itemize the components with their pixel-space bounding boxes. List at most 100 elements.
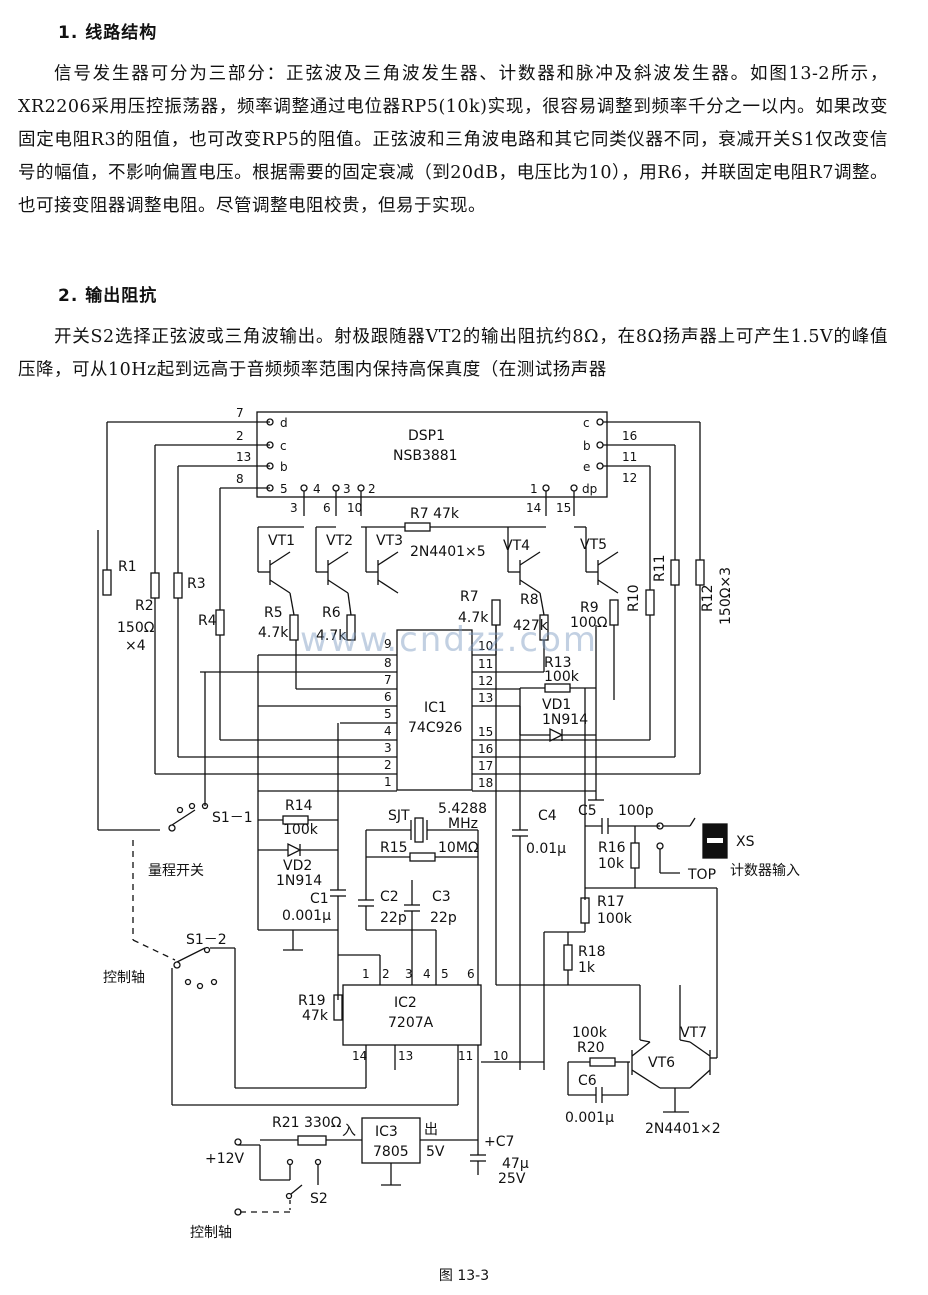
pin-label: 3 — [290, 501, 298, 515]
pin-label: 4 — [384, 724, 392, 738]
r16-value: 10k — [598, 856, 625, 872]
crystal-sjt — [366, 817, 478, 843]
pin-label: 16 — [622, 429, 637, 443]
emitter-resistors: R5 4.7k R6 4.7k R7 4.7k R8 427k R9 100Ω … — [258, 554, 734, 644]
pin-label: 15 — [556, 501, 571, 515]
section-heading-2: 2. 输出阻抗 — [58, 286, 158, 306]
dsp1-box — [256, 411, 608, 498]
pin-label: 3 — [384, 741, 392, 755]
pin-label: 2 — [368, 482, 376, 496]
ic1-name: IC1 — [424, 700, 447, 716]
crystal-freq: 5.4288 — [438, 801, 487, 817]
r4-label: R4 — [198, 613, 217, 629]
vd2-diode — [258, 842, 338, 858]
c5-label: C5 — [578, 803, 597, 819]
pin-label: 2 — [384, 758, 392, 772]
vt1-transistor — [258, 551, 291, 594]
vt1-label: VT1 — [268, 533, 295, 549]
vt4-label: VT4 — [503, 538, 530, 554]
r14-value: 100k — [283, 822, 319, 838]
pin-label: dp — [582, 482, 597, 496]
vd2-part: 1N914 — [276, 873, 322, 889]
dsp-right-pins: c b e 16 11 12 — [583, 416, 701, 590]
pin-label: 7 — [236, 406, 244, 420]
ic3-out-voltage: 5V — [426, 1144, 445, 1160]
transistor-row: VT1 VT2 VT3 2N4401×5 VT4 VT5 — [257, 526, 619, 594]
left-resistors: R1 R2 150Ω ×4 R3 R4 — [102, 422, 225, 654]
r17-label: R17 — [597, 894, 625, 910]
pin-label: 10 — [493, 1049, 508, 1063]
s1-1-switch: S1－1 量程开关 — [97, 530, 253, 961]
vt-note-top: 2N4401×5 — [410, 544, 486, 560]
vd1-label: VD1 — [542, 697, 571, 713]
c1-label: C1 — [310, 891, 329, 907]
r17-resistor — [580, 897, 590, 924]
pin-label: 14 — [352, 1049, 367, 1063]
pin-label: 18 — [478, 776, 493, 790]
r20-label: R20 — [577, 1040, 605, 1056]
r8-label: R8 — [520, 592, 539, 608]
pin-label: 14 — [526, 501, 541, 515]
c5-value: 100p — [618, 803, 654, 819]
r9-value: 100Ω — [570, 615, 608, 631]
ic1-left-pins: 9 8 7 6 5 4 3 2 1 — [154, 598, 397, 792]
dsp1-part: NSB3881 — [393, 448, 458, 464]
r15-resistor — [409, 852, 436, 862]
circuit-schematic: DSP1 NSB3881 7 2 13 8 d c b 5 4 3 2 1 dp — [97, 406, 800, 1241]
vt5-label: VT5 — [580, 537, 607, 553]
pin-label: 10 — [347, 501, 362, 515]
r13-resistor — [544, 683, 571, 693]
dsp1-name: DSP1 — [408, 428, 445, 444]
pin-label: 8 — [384, 656, 392, 670]
pin-label: 1 — [362, 967, 370, 981]
pin-label: 11 — [458, 1049, 473, 1063]
pin-label: 2 — [236, 429, 244, 443]
watermark-text: www.cndzz.com — [300, 620, 599, 660]
vt7-label: VT7 — [680, 1025, 707, 1041]
pin-label: 5 — [384, 707, 392, 721]
ic3-out-label: 出 — [424, 1122, 438, 1138]
c2-label: C2 — [380, 889, 399, 905]
c3-label: C3 — [432, 889, 451, 905]
pin-label: 1 — [384, 775, 392, 789]
r19-label: R19 — [298, 993, 326, 1009]
vt5-transistor — [586, 551, 619, 594]
r8-value: 427k — [513, 618, 549, 634]
dsp-left-pins: 7 2 13 8 d c b 5 — [107, 406, 288, 496]
c6-label: C6 — [578, 1073, 597, 1089]
r5-value: 4.7k — [258, 625, 289, 641]
ic2-name: IC2 — [394, 995, 417, 1011]
vt4-transistor — [508, 551, 541, 594]
r12-label: R12 — [700, 584, 716, 612]
r7-label: R7 — [460, 589, 479, 605]
vt6-vt7-pair — [631, 1039, 717, 1113]
pin-label: 6 — [467, 967, 475, 981]
pin-label: 13 — [236, 450, 251, 464]
xs-description: 计数器输入 — [730, 863, 800, 879]
r20-resistor — [589, 1057, 616, 1067]
control-shaft-1-label: 控制轴 — [103, 970, 145, 986]
s2-label: S2 — [310, 1191, 328, 1207]
r6-value: 4.7k — [316, 628, 347, 644]
c7-value: 47μ — [502, 1156, 529, 1172]
c6-value: 0.001μ — [565, 1110, 614, 1126]
pin-label: 7 — [384, 673, 392, 687]
r9-label: R9 — [580, 600, 599, 616]
r17-value: 100k — [597, 911, 633, 927]
r18-label: R18 — [578, 944, 606, 960]
vd1-part: 1N914 — [542, 712, 588, 728]
seg-label: c — [280, 439, 287, 453]
pin-label: 2 — [382, 967, 390, 981]
seg-label: d — [280, 416, 288, 430]
r2-value: 150Ω — [117, 620, 155, 636]
pin-label: 3 — [343, 482, 351, 496]
r13-value: 100k — [544, 669, 580, 685]
pin-label: 6 — [384, 690, 392, 704]
r18-resistor — [563, 944, 573, 971]
section-paragraph-2: 开关S2选择正弦波或三角波输出。射极跟随器VT2的输出阻抗约8Ω，在8Ω扬声器上… — [18, 327, 888, 380]
vt2-transistor — [316, 551, 349, 594]
pin-label: 1 — [530, 482, 538, 496]
pin-label: 6 — [323, 501, 331, 515]
c7-voltage: 25V — [498, 1171, 526, 1187]
vt6-label: VT6 — [648, 1055, 675, 1071]
